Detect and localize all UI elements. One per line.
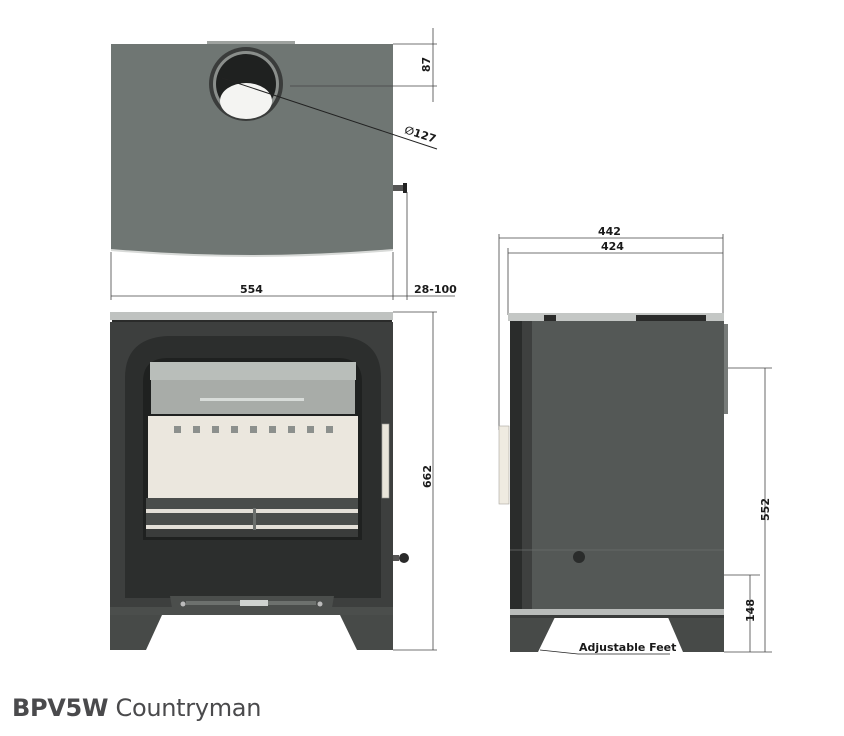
- width-label: 554: [240, 283, 263, 296]
- product-title: BPV5W Countryman: [12, 694, 261, 722]
- rear-clearance-label: 28-100: [414, 283, 457, 296]
- adjustable-feet-label: Adjustable Feet: [579, 641, 677, 654]
- flue-height-label: 552: [758, 498, 772, 521]
- top-view-drawing: [110, 28, 455, 300]
- depth-overall-label: 442: [598, 225, 621, 238]
- feet-height-label: 148: [743, 599, 757, 622]
- height-label: 662: [420, 465, 434, 488]
- depth-body-label: 424: [601, 240, 624, 253]
- model-code: BPV5W: [12, 694, 109, 722]
- front-view-drawing: [110, 311, 437, 651]
- side-view-drawing: [498, 234, 772, 655]
- model-name: Countryman: [115, 694, 262, 722]
- flue-offset-label: 87: [420, 56, 434, 73]
